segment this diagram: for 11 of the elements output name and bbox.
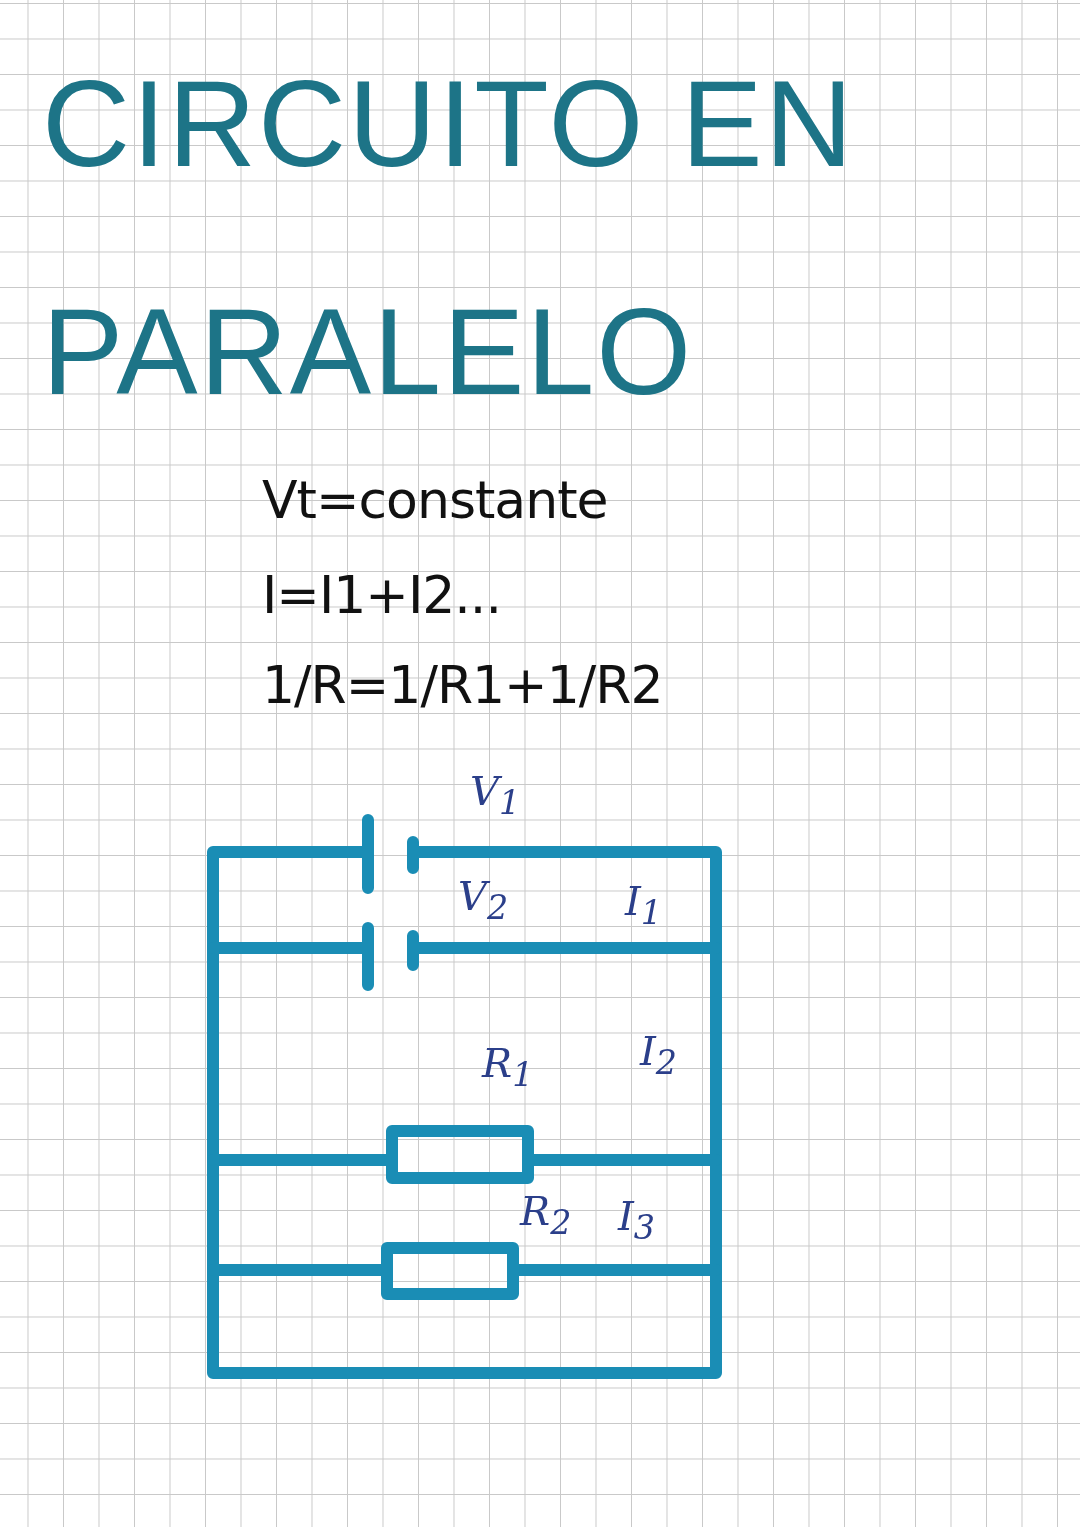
current-label: I$_{2}$ [640,1028,678,1082]
current-label: I$_{1}$ [625,878,663,932]
voltage-label: V$_{1}$ [470,768,521,822]
formula-text: Vt=constante [262,470,608,530]
voltage-label: V$_{2}$ [458,873,509,927]
resistor-label: R$_{1}$ [482,1040,534,1094]
formula-text: I=I1+I2... [262,565,501,625]
resistor-label: R$_{2}$ [520,1188,572,1242]
formula-text: 1/R=1/R1+1/R2 [262,655,663,715]
current-label: I$_{3}$ [618,1193,656,1247]
page-title: CIRCUITO EN PARALELO [42,55,856,422]
